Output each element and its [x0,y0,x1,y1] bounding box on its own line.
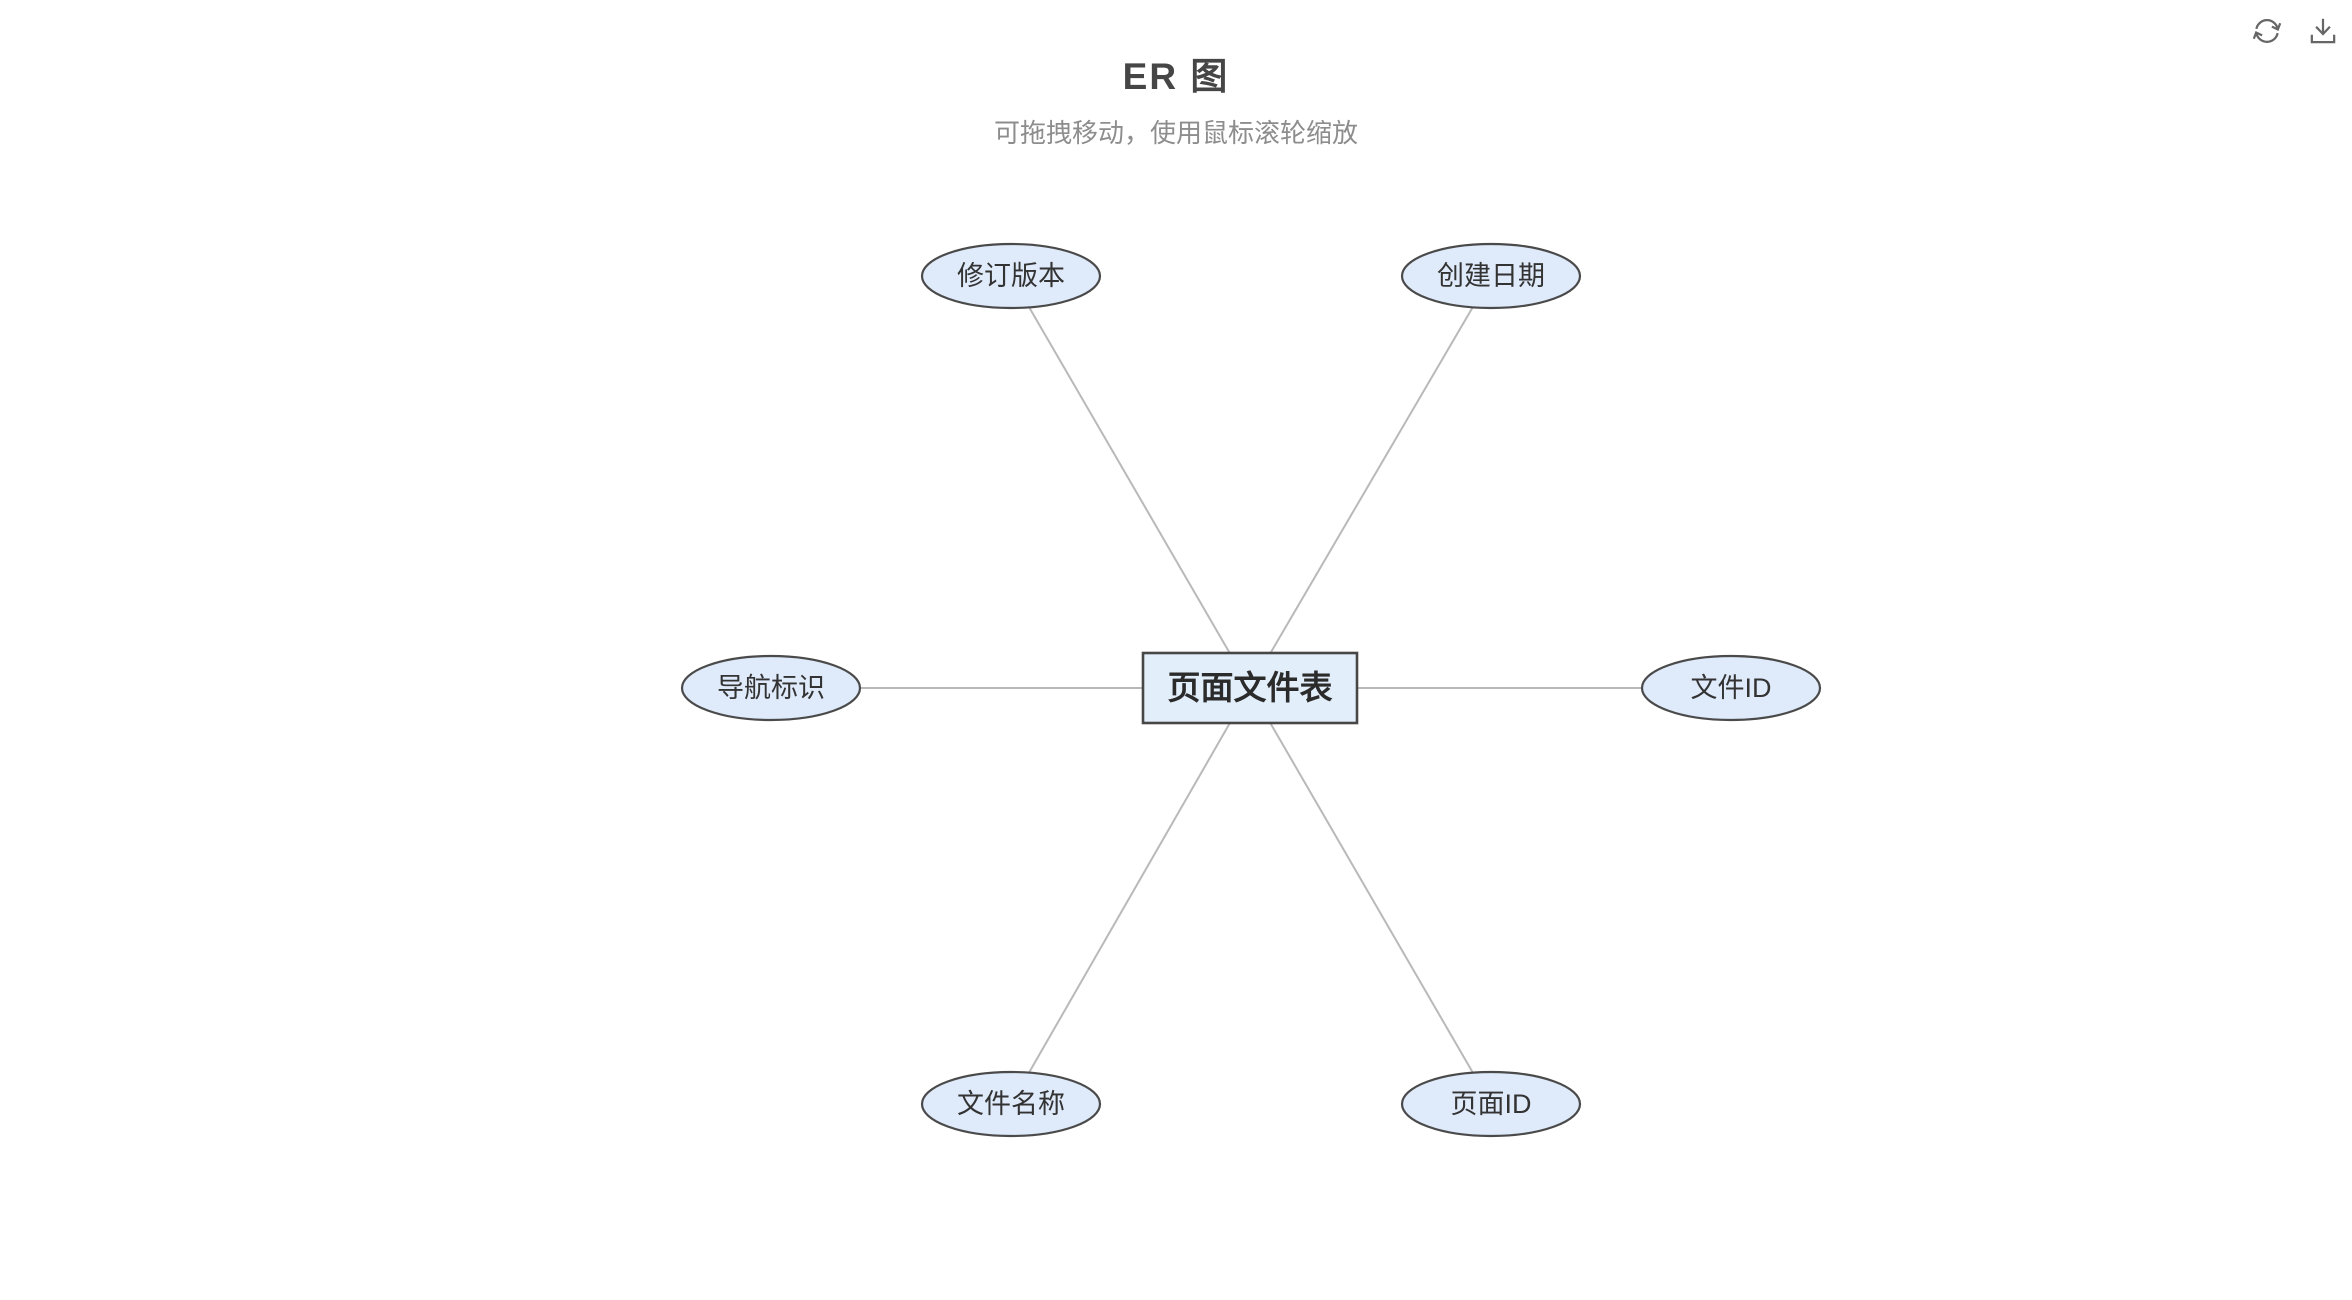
attribute-node-file-name[interactable]: 文件名称 [920,1070,1102,1138]
attribute-node-nav-id[interactable]: 导航标识 [680,654,862,722]
edge-entity-file-name [1010,687,1251,1105]
attribute-label: 页面ID [1451,1089,1532,1119]
attribute-ellipse[interactable] [920,1070,1102,1138]
attribute-label: 导航标识 [717,673,825,703]
attribute-node-create-date[interactable]: 创建日期 [1400,242,1582,310]
edge-entity-page-id [1249,687,1492,1105]
attribute-label: 文件ID [1691,673,1772,703]
attribute-node-file-id[interactable]: 文件ID [1640,654,1822,722]
chart-toolbar [2250,14,2340,48]
entity-rectangle[interactable] [1141,651,1359,725]
refresh-icon[interactable] [2250,14,2284,48]
attribute-label: 创建日期 [1437,261,1545,291]
attribute-node-page-id[interactable]: 页面ID [1400,1070,1582,1138]
download-icon[interactable] [2306,14,2340,48]
edge-entity-create-date [1249,275,1492,689]
attribute-ellipse[interactable] [1640,654,1822,722]
entity-node[interactable]: 页面文件表 [1141,651,1359,725]
attribute-ellipse[interactable] [1400,1070,1582,1138]
attribute-node-revision[interactable]: 修订版本 [920,242,1102,310]
attribute-ellipse[interactable] [1400,242,1582,310]
edge-entity-revision [1010,275,1251,689]
entity-label: 页面文件表 [1168,669,1333,706]
attribute-label: 修订版本 [957,261,1065,291]
attribute-ellipse[interactable] [680,654,862,722]
attribute-ellipse[interactable] [920,242,1102,310]
attribute-label: 文件名称 [957,1089,1065,1119]
